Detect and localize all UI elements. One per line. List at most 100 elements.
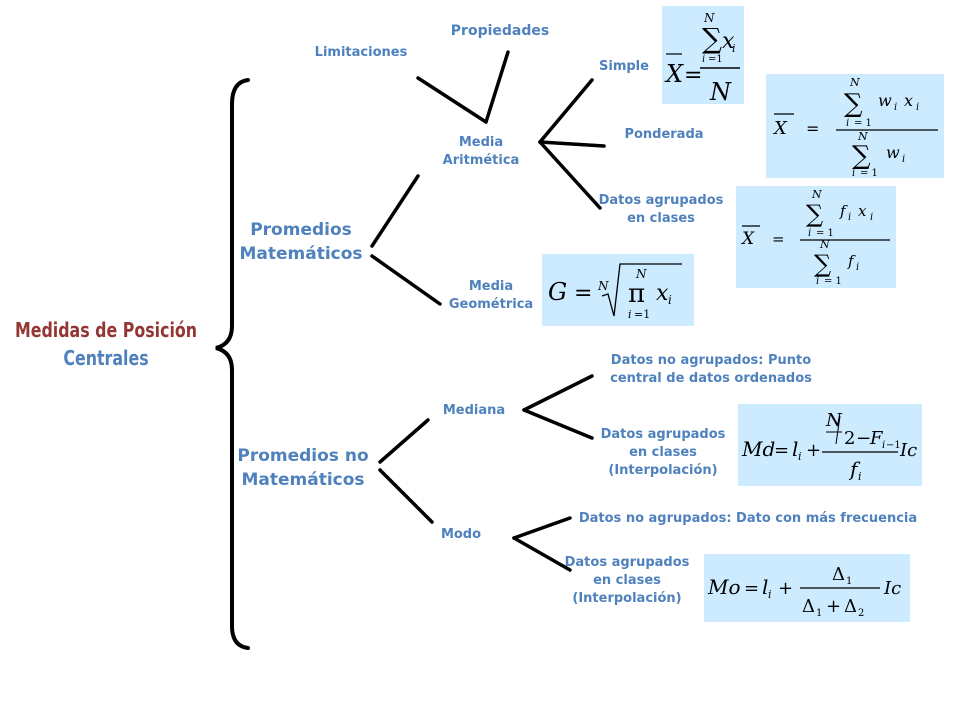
svg-text:Ic: Ic: [899, 440, 917, 461]
line-simple: [538, 78, 594, 144]
group-nonmath: Promedios no Matemáticos: [224, 444, 382, 492]
line-modo-agrupados: [512, 536, 572, 572]
line-limitaciones: [416, 76, 488, 124]
svg-text:x: x: [722, 29, 735, 54]
svg-text:∑: ∑: [806, 200, 823, 228]
svg-text:i: i: [852, 168, 855, 178]
node-datos-agrupados-line1: Datos agrupados: [598, 193, 724, 208]
svg-text:i: i: [732, 42, 736, 55]
svg-text:i: i: [798, 450, 802, 463]
svg-text:N: N: [819, 238, 830, 251]
svg-text:i: i: [668, 293, 672, 307]
node-modo-no-agrupados: Datos no agrupados: Dato con más frecuen…: [578, 511, 918, 526]
svg-text:∑: ∑: [852, 141, 871, 171]
node-propiedades: Propiedades: [450, 23, 550, 39]
svg-text:X: X: [772, 118, 788, 139]
formula-simple: N ∑ x i i=1 X = N: [662, 6, 744, 106]
svg-text:Δ: Δ: [844, 596, 857, 617]
node-modo-agrupados-line2: en clases: [593, 573, 661, 588]
svg-text:N: N: [703, 11, 715, 25]
group-nonmath-line2: Matemáticos: [241, 470, 365, 490]
svg-text:l: l: [792, 437, 798, 461]
svg-text:i: i: [916, 102, 919, 113]
svg-text:= 1: = 1: [860, 168, 878, 178]
node-mediana-agrupados-line1: Datos agrupados: [600, 427, 726, 442]
svg-text:=: =: [684, 63, 702, 88]
svg-text:Ic: Ic: [883, 578, 901, 599]
svg-text:=: =: [774, 440, 789, 461]
svg-text:2: 2: [858, 608, 864, 619]
node-media-geometrica: Media Geométrica: [436, 278, 546, 314]
node-modo-agrupados-line1: Datos agrupados: [564, 555, 690, 570]
line-propiedades: [484, 50, 510, 124]
node-mediana-no-agrupados: Datos no agrupados: Punto central de dat…: [596, 352, 826, 388]
svg-text:i: i: [856, 262, 859, 273]
node-mediana-agrupados-line2: en clases: [629, 445, 697, 460]
main-brace: [215, 78, 250, 650]
svg-text:Δ: Δ: [802, 596, 815, 617]
root-title: Medidas de Posición Centrales: [13, 316, 200, 372]
svg-text:X: X: [740, 229, 755, 249]
svg-text:N: N: [811, 188, 822, 201]
svg-text:N: N: [849, 76, 860, 89]
svg-text:1: 1: [816, 608, 822, 619]
node-ponderada: Ponderada: [624, 127, 704, 142]
svg-text:F: F: [869, 428, 884, 449]
svg-text:l: l: [762, 575, 768, 599]
node-mediana: Mediana: [442, 403, 506, 418]
line-agrupada: [538, 140, 602, 210]
node-modo-agrupados: Datos agrupados en clases (Interpolación…: [554, 554, 700, 608]
line-mediana-no-agrupados: [522, 374, 594, 412]
svg-text:−: −: [856, 428, 871, 449]
node-limitaciones: Limitaciones: [314, 45, 408, 60]
node-mediana-agrupados-line3: (Interpolación): [608, 463, 718, 478]
svg-text:∑: ∑: [844, 89, 863, 119]
node-mediana-agrupados: Datos agrupados en clases (Interpolación…: [590, 426, 736, 480]
node-mediana-no-agrupados-line2: central de datos ordenados: [610, 371, 812, 386]
svg-text:i: i: [870, 212, 873, 223]
group-nonmath-line1: Promedios no: [237, 446, 369, 466]
svg-text:i: i: [816, 276, 819, 287]
line-mediana-agrupados: [522, 408, 594, 440]
svg-text:= 1: = 1: [816, 228, 834, 239]
svg-text:= 1: = 1: [854, 118, 872, 129]
line-math-to-aritmetica: [370, 174, 420, 248]
svg-text:=1: =1: [634, 308, 650, 321]
svg-text:=: =: [806, 119, 819, 138]
line-modo-no-agrupados: [512, 516, 572, 540]
svg-text:i: i: [768, 588, 772, 601]
svg-text:f: f: [839, 202, 848, 220]
svg-text:i: i: [894, 102, 897, 113]
svg-text:Md: Md: [741, 437, 775, 461]
svg-text:w: w: [878, 91, 892, 110]
svg-text:1: 1: [846, 576, 852, 587]
line-nonmath-to-mediana: [378, 418, 430, 464]
svg-text:= 1: = 1: [824, 276, 842, 287]
svg-text:i: i: [846, 118, 849, 129]
svg-text:i: i: [882, 440, 885, 451]
svg-text:2: 2: [844, 428, 855, 449]
group-math-line2: Matemáticos: [239, 244, 363, 264]
node-modo-agrupados-line3: (Interpolación): [572, 591, 682, 606]
svg-text:∑: ∑: [814, 250, 831, 278]
svg-text:i: i: [858, 470, 862, 483]
svg-text:Δ: Δ: [832, 564, 845, 585]
node-datos-agrupados-clases: Datos agrupados en clases: [588, 192, 734, 228]
line-ponderada: [538, 140, 606, 148]
svg-text:N: N: [825, 410, 843, 431]
svg-text:=1: =1: [708, 54, 723, 65]
svg-text:i: i: [902, 154, 905, 165]
svg-text:∑: ∑: [702, 22, 722, 55]
line-math-to-geometrica: [370, 254, 442, 306]
svg-text:i: i: [628, 308, 632, 321]
svg-text:N: N: [635, 267, 647, 281]
node-media-aritmetica: Media Aritmética: [426, 134, 536, 170]
svg-text:X: X: [664, 60, 684, 88]
node-media-geometrica-line1: Media: [468, 279, 514, 294]
node-modo: Modo: [440, 527, 482, 542]
svg-text:=: =: [744, 578, 759, 599]
svg-text:i: i: [848, 212, 851, 223]
